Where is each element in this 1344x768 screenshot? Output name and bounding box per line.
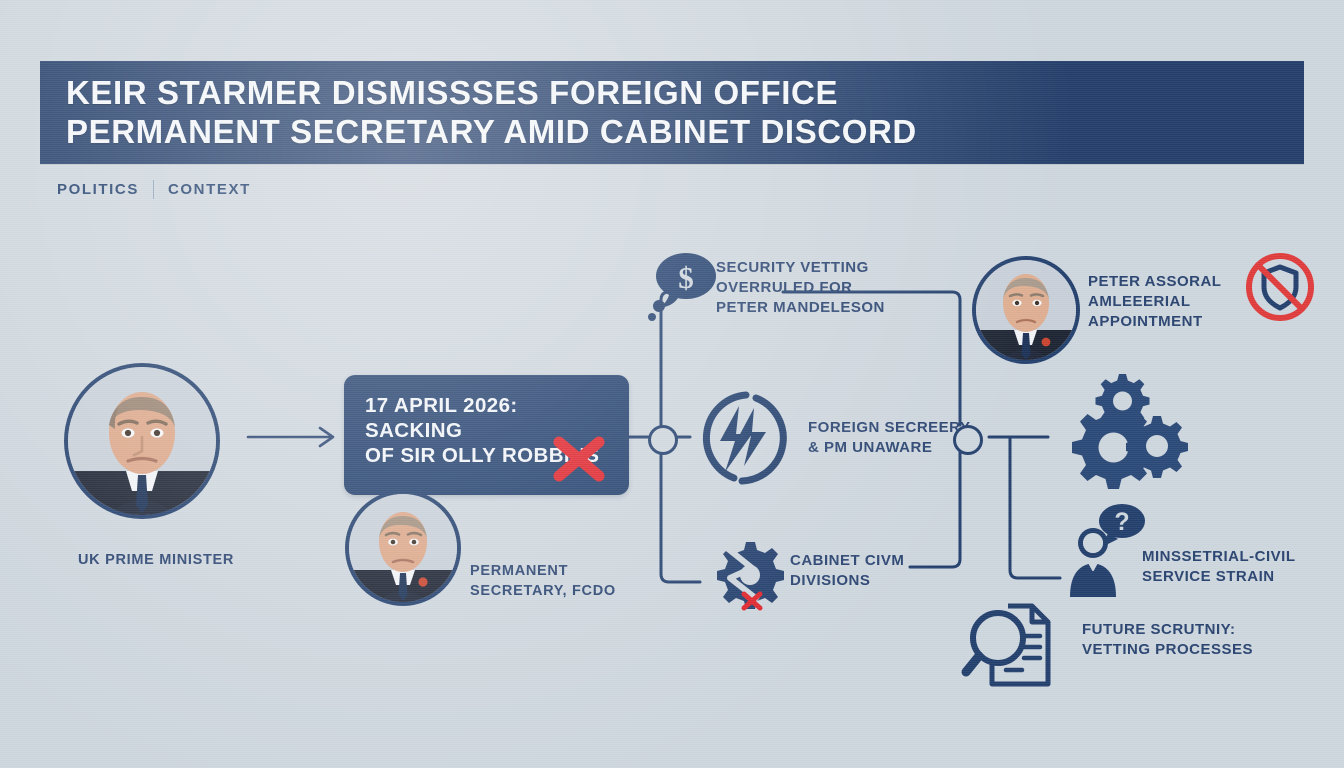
kicker-politics: POLITICS xyxy=(57,181,139,198)
broken-gear-icon xyxy=(717,541,784,611)
avatar-prime-minister xyxy=(64,363,220,519)
magnifier-document-icon xyxy=(961,603,1051,687)
node-label-security-vetting: SECURITY VETTING OVERRULED FOR PETER MAN… xyxy=(716,259,885,316)
node-label-ministerial-strain: MINßETRIAL-CIVIL SERVICE STRAIN xyxy=(1142,548,1296,585)
node-label-peter-mandelson: PETER ASSORAL AMLEEERIAL APPOINTMENT xyxy=(1088,273,1222,330)
svg-text:$: $ xyxy=(678,260,694,295)
person-question-bubble-icon: ? xyxy=(1070,504,1145,597)
kicker-divider xyxy=(152,180,154,199)
red-x-icon xyxy=(553,436,605,482)
caption-prime-minister: UK PRIME MINISTER xyxy=(78,552,235,568)
portrait-keir-starmer xyxy=(68,367,216,515)
node-label-cabinet-divisions: CABINET CIVM DIVISIONS xyxy=(790,552,905,589)
gears-icon xyxy=(1072,374,1188,489)
junction-node-left xyxy=(648,425,678,455)
avatar-permanent-secretary xyxy=(345,490,461,606)
junction-node-right xyxy=(953,425,983,455)
event-card[interactable]: 17 APRIL 2026: SACKING OF SIR OLLY ROBBI… xyxy=(344,375,629,495)
node-label-foreign-secretary-unaware: FOREIGN SECREERY & PM UNAWARE xyxy=(808,419,971,456)
portrait-olly-robbins xyxy=(349,494,457,602)
arrow-right-icon xyxy=(246,426,335,448)
avatar-peter-mandelson xyxy=(972,256,1080,364)
page-title: KEIR STARMER DISMISSSES FOREIGN OFFICE P… xyxy=(66,73,917,150)
no-shield-icon xyxy=(1246,253,1314,321)
svg-text:?: ? xyxy=(1114,508,1129,536)
kicker-context: CONTEXT xyxy=(167,181,251,198)
node-label-future-scrutiny: FUTURE SCRUTNIY: VETTING PROCESSES xyxy=(1082,621,1254,658)
portrait-peter-mandelson xyxy=(976,260,1076,360)
header-band: KEIR STARMER DISMISSSES FOREIGN OFFICE P… xyxy=(40,61,1304,164)
thought-bubble-dollar-icon: $ xyxy=(648,253,716,321)
caption-permanent-secretary: PERMANENT SECRETARY, FCDO xyxy=(470,563,616,599)
breadcrumb: POLITICS CONTEXT xyxy=(57,180,251,199)
broken-circle-lightning-icon xyxy=(702,391,787,485)
